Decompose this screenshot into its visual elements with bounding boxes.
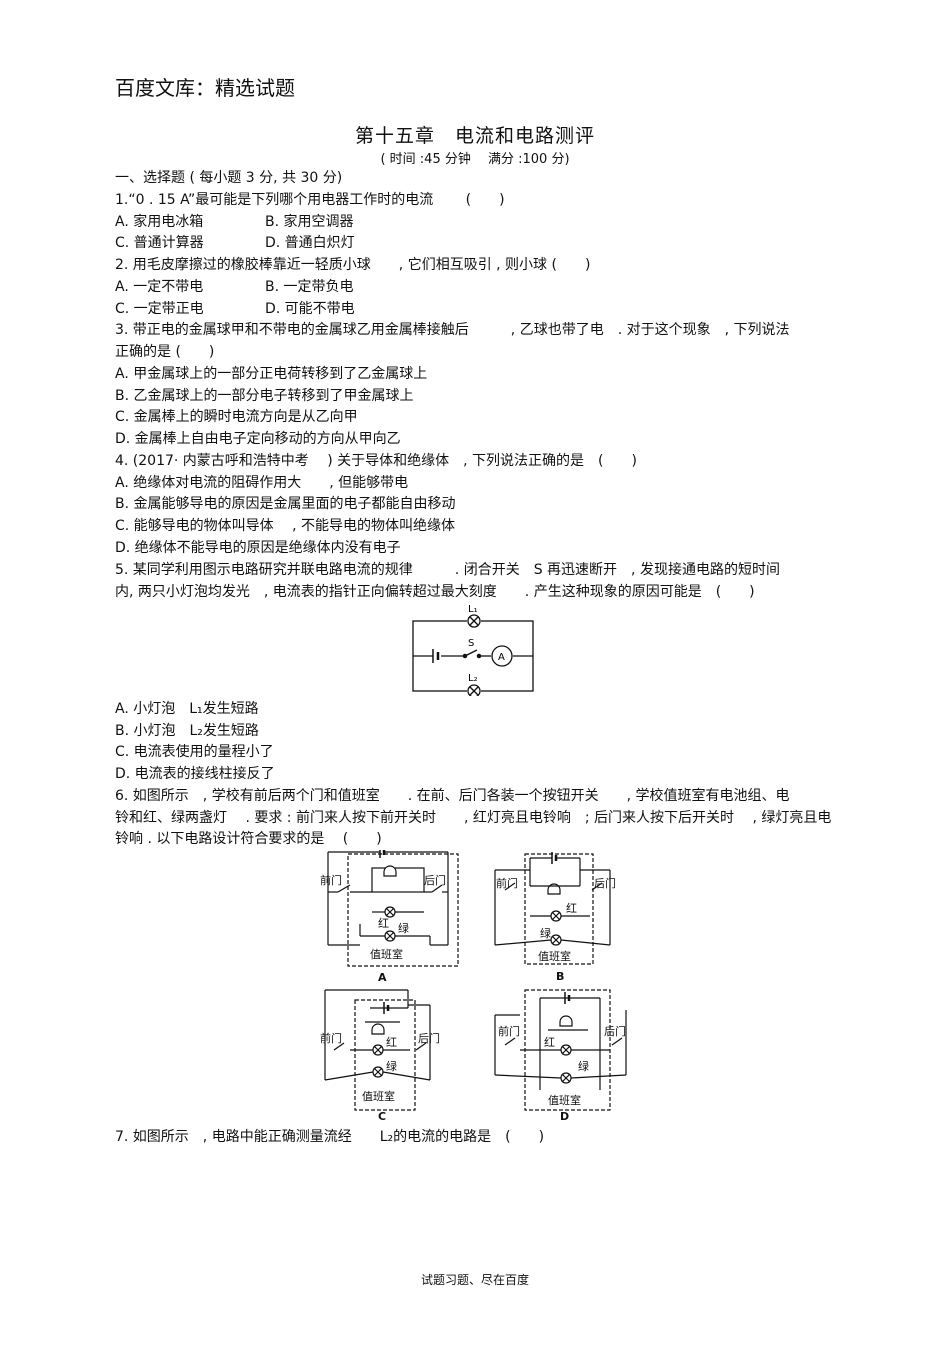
fig-b-front-door: 前门: [496, 876, 518, 890]
fig-b-red: 红: [566, 902, 577, 915]
question-4-stem: 4. (2017· 内蒙古呼和浩特中考 ) 关于导体和绝缘体 , 下列说法正确的…: [115, 453, 637, 469]
section-heading: 一、选择题 ( 每小题 3 分, 共 30 分): [115, 170, 343, 186]
page-subtitle: ( 时间 :45 分钟 满分 :100 分): [380, 152, 570, 167]
fig-label-l1: L₁: [468, 604, 478, 615]
fig-c-room: 值班室: [362, 1089, 395, 1103]
fig-c-front-door: 前门: [320, 1031, 342, 1045]
fig-c-back-door: 后门: [418, 1031, 440, 1045]
q4-option-a: A. 绝缘体对电流的阻碍作用大 , 但能够带电: [115, 475, 409, 491]
q2-option-c: C. 一定带正电: [115, 301, 204, 317]
fig-d-front-door: 前门: [498, 1024, 520, 1038]
q2-option-b: B. 一定带负电: [265, 279, 354, 295]
q2-option-a: A. 一定不带电: [115, 279, 204, 295]
question-2-stem: 2. 用毛皮摩擦过的橡胶棒靠近一轻质小球 , 它们相互吸引 , 则小球 ( ): [115, 257, 591, 273]
q3-option-d: D. 金属棒上自由电子定向移动的方向从甲向乙: [115, 431, 401, 447]
question-5-stem-line2: 内, 两只小灯泡均发光 , 电流表的指针正向偏转超过最大刻度 . 产生这种现象的…: [115, 584, 755, 600]
q5-option-b: B. 小灯泡 L₂发生短路: [115, 723, 259, 739]
fig-a-front-door: 前门: [320, 873, 342, 887]
question-3-stem-line2: 正确的是 ( ): [115, 344, 215, 360]
fig-d-green: 绿: [578, 1059, 589, 1073]
page-title: 第十五章 电流和电路测评: [354, 125, 595, 147]
q5-option-a: A. 小灯泡 L₁发生短路: [115, 701, 259, 717]
fig-label-ammeter: A: [498, 652, 505, 663]
q1-option-c: C. 普通计算器: [115, 235, 204, 251]
fig-label-l2: L₂: [468, 673, 478, 684]
fig-d-back-door: 后门: [604, 1024, 626, 1038]
question-6-stem-line2: 铃和红、绿两盏灯 . 要求 : 前门来人按下前开关时 , 红灯亮且电铃响 ; 后…: [115, 810, 832, 826]
page-footer: 试题习题、尽在百度: [420, 1273, 529, 1287]
fig-b-green: 绿: [540, 926, 551, 940]
question-5-stem-line1: 5. 某同学利用图示电路研究并联电路电流的规律 . 闭合开关 S 再迅速断开 ,…: [115, 562, 780, 578]
question-1-stem: 1.“0 . 15 A”最可能是下列哪个用电器工作时的电流 ( ): [115, 192, 505, 208]
fig-c-green: 绿: [386, 1059, 397, 1073]
question-6-stem-line1: 6. 如图所示 , 学校有前后两个门和值班室 . 在前、后门各装一个按钮开关 ,…: [115, 788, 790, 804]
q5-circuit-figure: L₁ S A L₂: [412, 604, 534, 696]
fig-b-label: B: [556, 970, 564, 983]
q4-option-c: C. 能够导电的物体叫导体 , 不能导电的物体叫绝缘体: [115, 518, 456, 534]
question-3-stem-line1: 3. 带正电的金属球甲和不带电的金属球乙用金属棒接触后 , 乙球也带了电 . 对…: [115, 322, 790, 338]
fig-b-room: 值班室: [538, 949, 571, 963]
q4-option-b: B. 金属能够导电的原因是金属里面的电子都能自由移动: [115, 496, 456, 512]
fig-a-red: 红: [378, 917, 389, 930]
q1-option-b: B. 家用空调器: [265, 214, 354, 230]
fig-c-label: C: [378, 1110, 386, 1123]
question-7-stem: 7. 如图所示 , 电路中能正确测量流经 L₂的电流的电路是 ( ): [115, 1129, 545, 1145]
fig-a-label: A: [378, 971, 387, 984]
question-6-stem-line3: 铃响 . 以下电路设计符合要求的是 ( ): [115, 831, 382, 847]
q3-option-b: B. 乙金属球上的一部分电子转移到了甲金属球上: [115, 388, 414, 404]
fig-c-red: 红: [386, 1036, 397, 1049]
q3-option-c: C. 金属棒上的瞬时电流方向是从乙向甲: [115, 409, 358, 425]
q5-option-d: D. 电流表的接线柱接反了: [115, 766, 275, 782]
fig-label-switch: S: [468, 638, 474, 649]
fig-d-label: D: [560, 1110, 569, 1123]
q1-option-d: D. 普通白炽灯: [265, 235, 355, 251]
q1-option-a: A. 家用电冰箱: [115, 214, 204, 230]
q3-option-a: A. 甲金属球上的一部分正电荷转移到了乙金属球上: [115, 366, 428, 382]
q5-option-c: C. 电流表使用的量程小了: [115, 744, 274, 760]
fig-d-red: 红: [544, 1036, 555, 1049]
q6-circuit-figures: 前门 后门 红 绿 值班室 A 前门 后门 红 绿 值班室 B 前门 后门 红 …: [320, 850, 627, 1123]
q4-option-d: D. 绝缘体不能导电的原因是绝缘体内没有电子: [115, 540, 401, 556]
fig-a-room: 值班室: [370, 947, 403, 961]
fig-a-back-door: 后门: [424, 873, 446, 887]
fig-a-green: 绿: [398, 921, 409, 935]
fig-b-back-door: 后门: [594, 876, 616, 890]
q2-option-d: D. 可能不带电: [265, 301, 355, 317]
doc-header: 百度文库：精选试题: [115, 76, 295, 100]
fig-d-room: 值班室: [548, 1093, 581, 1107]
